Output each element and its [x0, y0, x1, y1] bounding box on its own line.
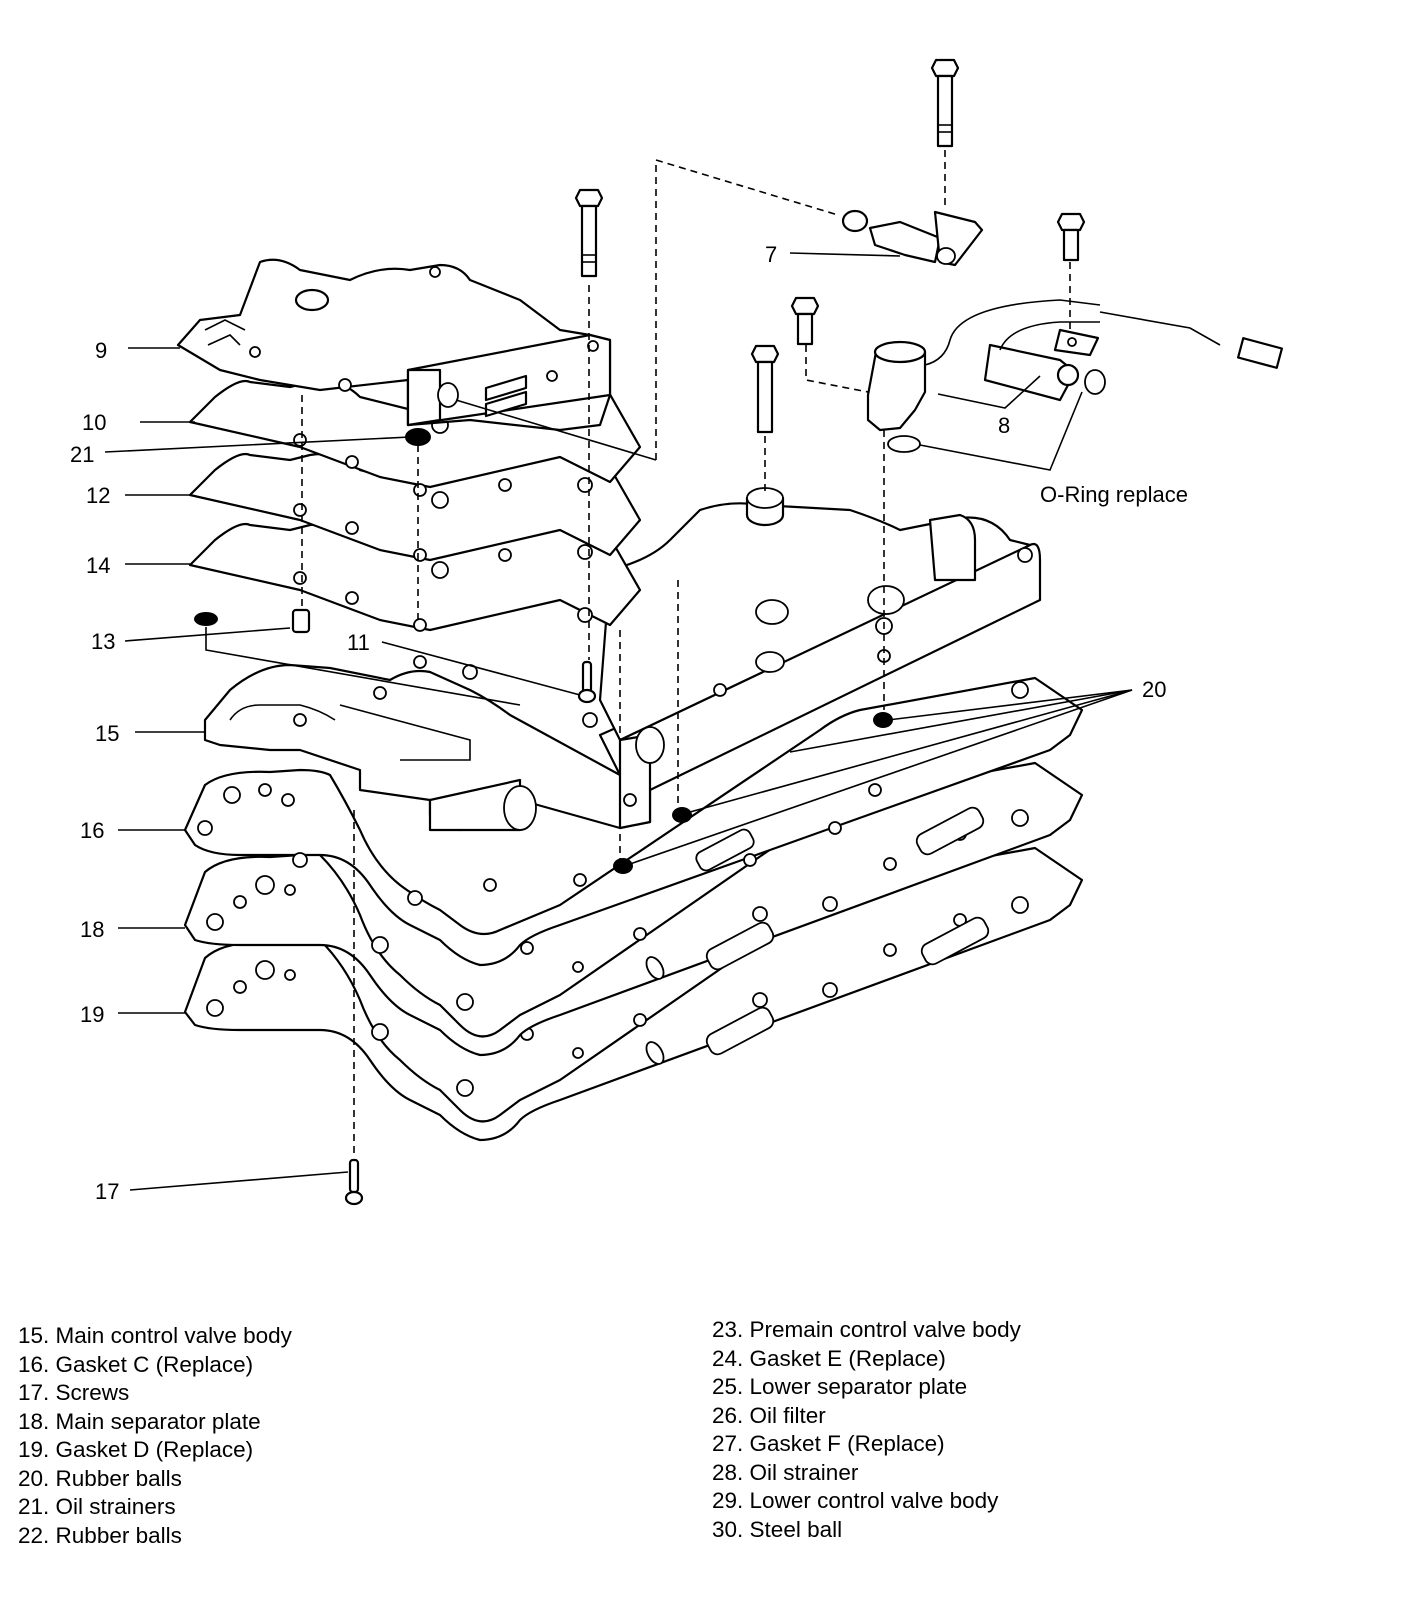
callout-15: 15 — [95, 721, 119, 746]
upper-valve-body — [598, 487, 1033, 742]
bolt-top-center — [574, 188, 604, 278]
rubber-ball-13 — [194, 612, 218, 626]
legend-item: 15. Main control valve body — [18, 1323, 292, 1348]
callout-21: 21 — [70, 442, 94, 467]
bolt-mid — [750, 344, 780, 434]
strainer-13 — [291, 608, 311, 634]
legend-item: 29. Lower control valve body — [712, 1488, 999, 1513]
callout-18: 18 — [80, 917, 104, 942]
oring-replace-note: O-Ring replace — [1040, 482, 1188, 507]
legend-item: 30. Steel ball — [712, 1516, 843, 1542]
callout-20: 20 — [1142, 677, 1166, 702]
parts-legend-left: 15. Main control valve body 16. Gasket C… — [18, 1322, 292, 1550]
callout-10: 10 — [82, 410, 106, 435]
rubber-ball-20b — [672, 807, 692, 823]
bolt-8-left — [790, 296, 820, 346]
callout-12: 12 — [86, 483, 110, 508]
screw-17 — [344, 1158, 364, 1206]
bolt-8-right — [1056, 212, 1086, 262]
callout-13: 13 — [91, 629, 115, 654]
legend-item: 19. Gasket D (Replace) — [18, 1437, 254, 1462]
bolt-7 — [930, 58, 960, 148]
exploded-diagram: 7 8 9 10 11 12 13 14 15 16 17 18 19 20 2… — [70, 58, 1284, 1206]
legend-item: 17. Screws — [18, 1380, 130, 1405]
legend-item: 20. Rubber balls — [18, 1465, 182, 1491]
gasket-c — [183, 676, 1084, 967]
callout-19: 19 — [80, 1002, 104, 1027]
solenoid-8 — [866, 299, 1284, 453]
gasket-12 — [188, 448, 642, 562]
legend-item: 22. Rubber balls — [18, 1522, 182, 1548]
callout-16: 16 — [80, 818, 104, 843]
callout-7: 7 — [765, 242, 777, 267]
sensor-7 — [841, 209, 984, 267]
callout-8: 8 — [998, 413, 1010, 438]
rubber-ball-20c — [613, 858, 633, 874]
legend-item: 27. Gasket F (Replace) — [712, 1431, 945, 1456]
callout-9: 9 — [95, 338, 107, 363]
rubber-ball-20a — [873, 712, 893, 728]
screw-11 — [577, 660, 597, 704]
legend-item: 16. Gasket C (Replace) — [18, 1351, 254, 1377]
callout-11: 11 — [347, 630, 370, 655]
oil-strainer-21 — [405, 428, 431, 446]
legend-item: 25. Lower separator plate — [712, 1374, 968, 1399]
callout-17: 17 — [95, 1179, 119, 1204]
parts-legend-right: 23. Premain control valve body 24. Gaske… — [712, 1316, 1021, 1544]
legend-item: 28. Oil strainer — [712, 1459, 859, 1485]
legend-item: 21. Oil strainers — [18, 1494, 176, 1519]
callout-14: 14 — [86, 553, 110, 578]
upper-cover-plate — [176, 258, 612, 432]
legend-item: 24. Gasket E (Replace) — [712, 1345, 946, 1371]
legend-item: 18. Main separator plate — [18, 1408, 261, 1434]
legend-item: 23. Premain control valve body — [712, 1317, 1021, 1342]
gasket-d — [183, 846, 1084, 1142]
legend-item: 26. Oil filter — [712, 1402, 826, 1428]
